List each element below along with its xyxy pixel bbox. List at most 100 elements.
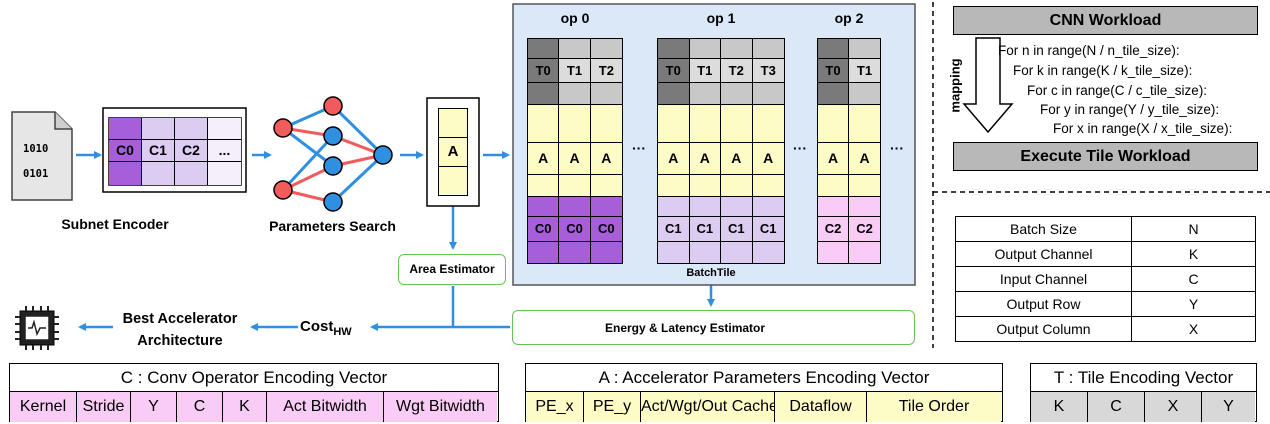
cost-hw: CostHW	[300, 318, 352, 338]
best-accelerator-line2: Architecture	[137, 333, 223, 349]
file-bits-1: 1010	[23, 143, 49, 155]
op-title: op 2	[834, 10, 864, 26]
subnet-cell-col: C2	[175, 118, 208, 185]
execute-tile-workload-box: Execute Tile Workload	[953, 142, 1258, 171]
vector-field: Stride	[77, 392, 131, 422]
vector-field: X	[1145, 392, 1202, 422]
conv-cell: C0	[559, 217, 590, 242]
dimension-symbol: N	[1131, 216, 1256, 242]
dimension-symbol: Y	[1131, 291, 1256, 317]
tile-cell: T2	[590, 59, 622, 83]
accel-cell: A	[752, 143, 784, 175]
subnet-cell: C1	[142, 140, 174, 162]
tile-cell: T2	[721, 59, 752, 83]
vector-field: K	[1031, 392, 1088, 422]
vector-field: Act/Wgt/Out Cache	[641, 392, 775, 422]
conv-cell: C0	[590, 217, 622, 242]
parameters-search-label: Parameters Search	[269, 218, 396, 234]
accel-cell: A	[689, 143, 720, 175]
accel-cell: A	[590, 143, 622, 175]
accel-cell: A	[721, 143, 752, 175]
accel-param-encoding-vector: A : Accelerator Parameters Encoding Vect…	[525, 363, 1003, 422]
accel-cell: A	[528, 143, 559, 175]
op-title: op 0	[560, 10, 590, 26]
accel-vector-title: A : Accelerator Parameters Encoding Vect…	[526, 364, 1002, 392]
dimension-symbol: K	[1131, 241, 1256, 267]
vector-field: PE_y	[584, 392, 641, 422]
vector-field: C	[177, 392, 223, 422]
accel-cell: A	[658, 143, 689, 175]
tile-vector-title: T : Tile Encoding Vector	[1031, 364, 1256, 392]
dimension-name: Output Channel	[955, 241, 1132, 267]
vector-field: C	[1088, 392, 1145, 422]
dimension-symbol: X	[1131, 316, 1256, 342]
subnet-cell: ...	[208, 140, 241, 162]
loop-line-3: For c in range(C / c_tile_size):	[1027, 83, 1208, 98]
dimension-name: Output Row	[955, 291, 1132, 317]
batch-ellipsis-3: ···	[890, 140, 904, 156]
op-title: op 1	[706, 10, 736, 26]
vector-field: Kernel	[10, 392, 77, 422]
cnn-workload-label: CNN Workload	[1049, 12, 1162, 29]
subnet-cell-col: C0	[109, 118, 142, 185]
network-icon	[273, 96, 393, 212]
accel-cell: A	[818, 143, 849, 175]
tile-cell: T1	[559, 59, 590, 83]
tile-cell: T0	[818, 59, 849, 83]
tile-cell: T1	[689, 59, 720, 83]
mapping-label: mapping	[947, 58, 963, 113]
tile-cell: T1	[849, 59, 880, 83]
tile-cell: T0	[528, 59, 559, 83]
cost-subscript: HW	[333, 326, 352, 338]
vector-field: Wgt Bitwidth	[384, 392, 497, 422]
loop-line-2: For k in range(K / k_tile_size):	[1013, 63, 1193, 78]
conv-cell: C2	[849, 217, 880, 242]
area-estimator-label: Area Estimator	[409, 262, 495, 276]
accel-vector-cell: A	[439, 138, 467, 167]
mapping-arrow-icon	[962, 37, 1014, 134]
chip-icon	[15, 306, 59, 350]
dimension-name: Input Channel	[955, 266, 1132, 292]
tile-cell: T0	[658, 59, 689, 83]
file-bits-2: 0101	[23, 168, 49, 180]
energy-latency-estimator: Energy & Latency Estimator	[512, 310, 915, 345]
dimension-name: Batch Size	[955, 216, 1132, 242]
vector-field: Dataflow	[775, 392, 867, 422]
batch-ellipsis-1: ···	[632, 140, 646, 156]
loop-line-1: For n in range(N / n_tile_size):	[998, 43, 1180, 58]
conv-vector-title: C : Conv Operator Encoding Vector	[10, 364, 498, 392]
conv-cell: C1	[752, 217, 784, 242]
energy-latency-label: Energy & Latency Estimator	[605, 321, 766, 335]
subnet-encoder-label: Subnet Encoder	[61, 216, 169, 232]
conv-cell: C1	[689, 217, 720, 242]
cnn-workload-box: CNN Workload	[953, 6, 1258, 35]
area-estimator: Area Estimator	[398, 254, 506, 285]
batchtile-label: BatchTile	[686, 267, 736, 279]
vector-field: Tile Order	[867, 392, 1001, 422]
conv-cell: C0	[528, 217, 559, 242]
accel-cell: A	[849, 143, 880, 175]
conv-encoding-vector: C : Conv Operator Encoding Vector Kernel…	[9, 363, 499, 422]
cost-label: Cost	[300, 318, 334, 335]
dimension-name: Output Column	[955, 316, 1132, 342]
dimension-symbol: C	[1131, 266, 1256, 292]
conv-cell: C1	[658, 217, 689, 242]
